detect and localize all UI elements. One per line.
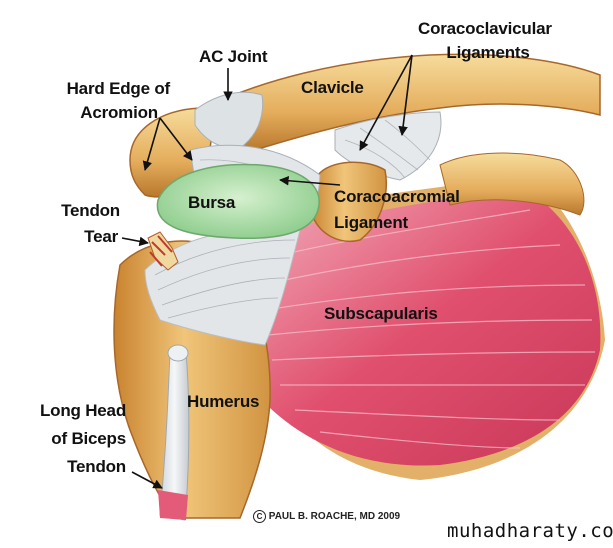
label-long-head-line3: Tendon (67, 457, 126, 476)
copyright-icon: C (253, 510, 266, 523)
label-coracoacromial-line2: Ligament (334, 213, 408, 232)
subscapularis-muscle (239, 185, 601, 466)
label-humerus: Humerus (187, 392, 260, 411)
muscle-fibers (259, 209, 596, 449)
biceps-tendon-head (167, 344, 189, 362)
label-tendon-tear-line2: Tear (84, 227, 118, 246)
pointer-lines (121, 54, 413, 489)
credit-text: PAUL B. ROACHE, MD 2009 (268, 511, 401, 523)
label-long-head-line1: Long Head (39, 401, 126, 420)
watermark: muhadharaty.com (447, 520, 613, 542)
biceps-muscle-stub (158, 490, 188, 520)
label-coracoacromial-line1: Coracoacromial (334, 187, 460, 206)
label-subscapularis: Subscapularis (324, 304, 438, 323)
label-bursa: Bursa (188, 193, 236, 212)
label-hard-edge-line2: Acromion (80, 103, 158, 122)
label-ac-joint: AC Joint (199, 47, 268, 66)
label-clavicle: Clavicle (301, 78, 364, 97)
scapula-spine (439, 152, 585, 216)
tendon-tear-mark (147, 231, 179, 271)
label-long-head-line2: of Biceps (51, 429, 126, 448)
biceps-tendon (159, 351, 190, 521)
bursa-sac (156, 163, 320, 240)
copyright-credit: C PAUL B. ROACHE, MD 2009 (253, 510, 400, 523)
label-coracoclavicular-line2: Ligaments (446, 43, 530, 62)
label-hard-edge-line1: Hard Edge of (66, 79, 171, 98)
label-tendon-tear-line1: Tendon (61, 201, 120, 220)
label-coracoclavicular-line1: Coracoclavicular (418, 19, 552, 38)
